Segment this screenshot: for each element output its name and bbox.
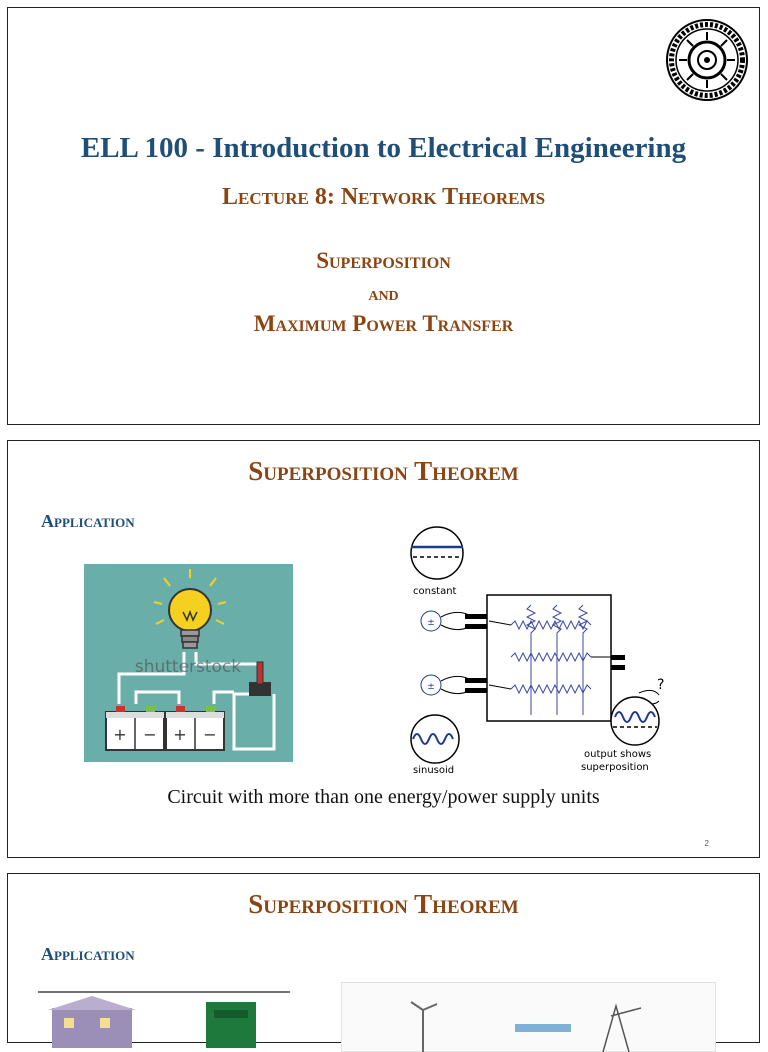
- lecture-title: Lecture 8: Network Theorems: [221, 184, 546, 210]
- course-title: ELL 100 - Introduction to Electrical Eng…: [80, 132, 687, 164]
- slide-superposition-application: Superposition Theorem Application: [7, 440, 760, 858]
- svg-text:+: +: [113, 725, 126, 744]
- houses-generator-illustration: [38, 991, 290, 1048]
- slide-superposition-application-2: Superposition Theorem Application: [7, 873, 760, 1052]
- topic-line-1: Superposition: [316, 248, 451, 273]
- label-constant: constant: [413, 586, 457, 597]
- page-number: 2: [704, 839, 709, 848]
- topic-line-2: and: [368, 283, 399, 305]
- wind-grid-illustration: [341, 982, 716, 1052]
- slide-subheading: Application: [41, 944, 135, 964]
- slide-title: ELL 100 - Introduction to Electrical Eng…: [7, 7, 760, 425]
- svg-text:±: ±: [427, 682, 435, 692]
- slide-heading: Superposition Theorem: [248, 889, 519, 919]
- slide-caption: Circuit with more than one energy/power …: [167, 786, 600, 808]
- label-sinusoid: sinusoid: [413, 765, 454, 775]
- svg-text:−: −: [143, 725, 156, 744]
- svg-text:+: +: [173, 725, 186, 744]
- superposition-network-diagram: constant ± ±: [410, 526, 664, 775]
- slide-subheading: Application: [41, 511, 135, 531]
- label-question: ?: [657, 677, 664, 693]
- battery-bulb-illustration: + − + − shutterstock: [84, 564, 293, 762]
- svg-text:−: −: [203, 725, 216, 744]
- watermark-text: shutterstock: [135, 657, 241, 677]
- topic-line-3: Maximum Power Transfer: [253, 311, 514, 336]
- svg-text:±: ±: [427, 618, 435, 628]
- slide-heading: Superposition Theorem: [248, 456, 519, 486]
- iit-delhi-seal-icon: [666, 19, 748, 101]
